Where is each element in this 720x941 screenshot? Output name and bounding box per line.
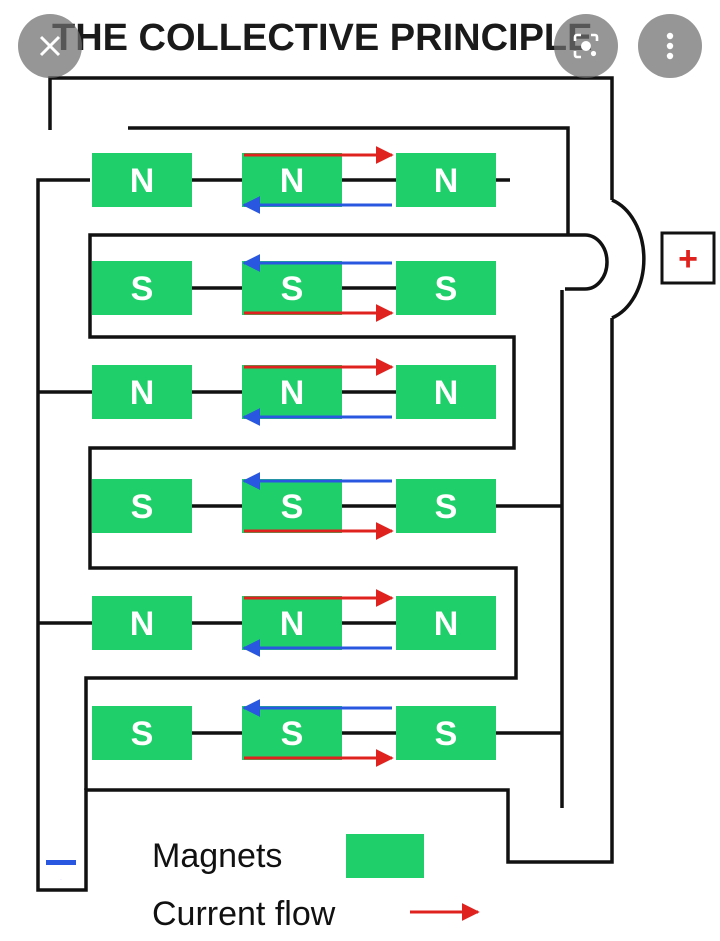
magnet-pole-label: N	[130, 374, 155, 412]
magnet	[92, 706, 192, 760]
wire-inner-top	[128, 126, 570, 235]
legend-current-label: Current flow	[152, 895, 336, 933]
magnet-pole-label: S	[281, 270, 304, 308]
wire-serpentine-1	[88, 233, 609, 291]
magnet-pole-label: S	[131, 270, 154, 308]
magnet-pole-label: S	[435, 270, 458, 308]
magnet	[396, 596, 496, 650]
magnet	[92, 596, 192, 650]
positive-terminal-box	[660, 231, 716, 285]
image-search-button[interactable]	[554, 14, 618, 78]
legend: Magnets Current flow	[152, 834, 480, 933]
legend-magnets-label: Magnets	[152, 837, 282, 875]
magnet	[396, 479, 496, 533]
magnet-pole-label: N	[280, 162, 305, 200]
magnet-pole-label: S	[131, 488, 154, 526]
magnet-pole-label: S	[281, 715, 304, 753]
magnet-pole-label: S	[435, 488, 458, 526]
magnet-pole-label: S	[435, 715, 458, 753]
magnet	[92, 479, 192, 533]
magnet	[92, 153, 192, 207]
magnet	[396, 706, 496, 760]
magnet-pole-label: S	[281, 488, 304, 526]
magnet-pole-label: N	[280, 374, 305, 412]
negative-terminal-mark	[46, 860, 76, 865]
wiring	[36, 76, 646, 892]
image-search-icon	[573, 33, 599, 59]
magnet	[92, 365, 192, 419]
magnet-pole-label: N	[434, 605, 459, 643]
magnet	[92, 261, 192, 315]
close-button[interactable]	[18, 14, 82, 78]
wire-positive-hump	[611, 198, 646, 320]
negative-terminal-label: −	[60, 879, 62, 881]
more-options-button[interactable]	[638, 14, 702, 78]
magnet-pole-label: N	[130, 605, 155, 643]
magnet-pole-label: N	[280, 605, 305, 643]
magnet-pole-label: S	[131, 715, 154, 753]
magnet-pole-label: N	[434, 374, 459, 412]
wire-outer-frame	[48, 76, 614, 200]
wire-serpentine-2	[84, 288, 518, 790]
legend-magnet-swatch	[346, 834, 424, 878]
close-icon	[39, 35, 61, 57]
diagram-title: THE COLLECTIVE PRINCIPLE	[52, 17, 592, 59]
positive-terminal-label: +	[678, 240, 698, 278]
magnet-pole-label: N	[130, 162, 155, 200]
magnet-rows: N N N S S S N N N S S S N N N S S S	[92, 146, 496, 767]
magnet	[396, 261, 496, 315]
more-vertical-icon	[666, 32, 674, 60]
magnet	[396, 153, 496, 207]
magnet-pole-label: N	[434, 162, 459, 200]
magnet	[396, 365, 496, 419]
